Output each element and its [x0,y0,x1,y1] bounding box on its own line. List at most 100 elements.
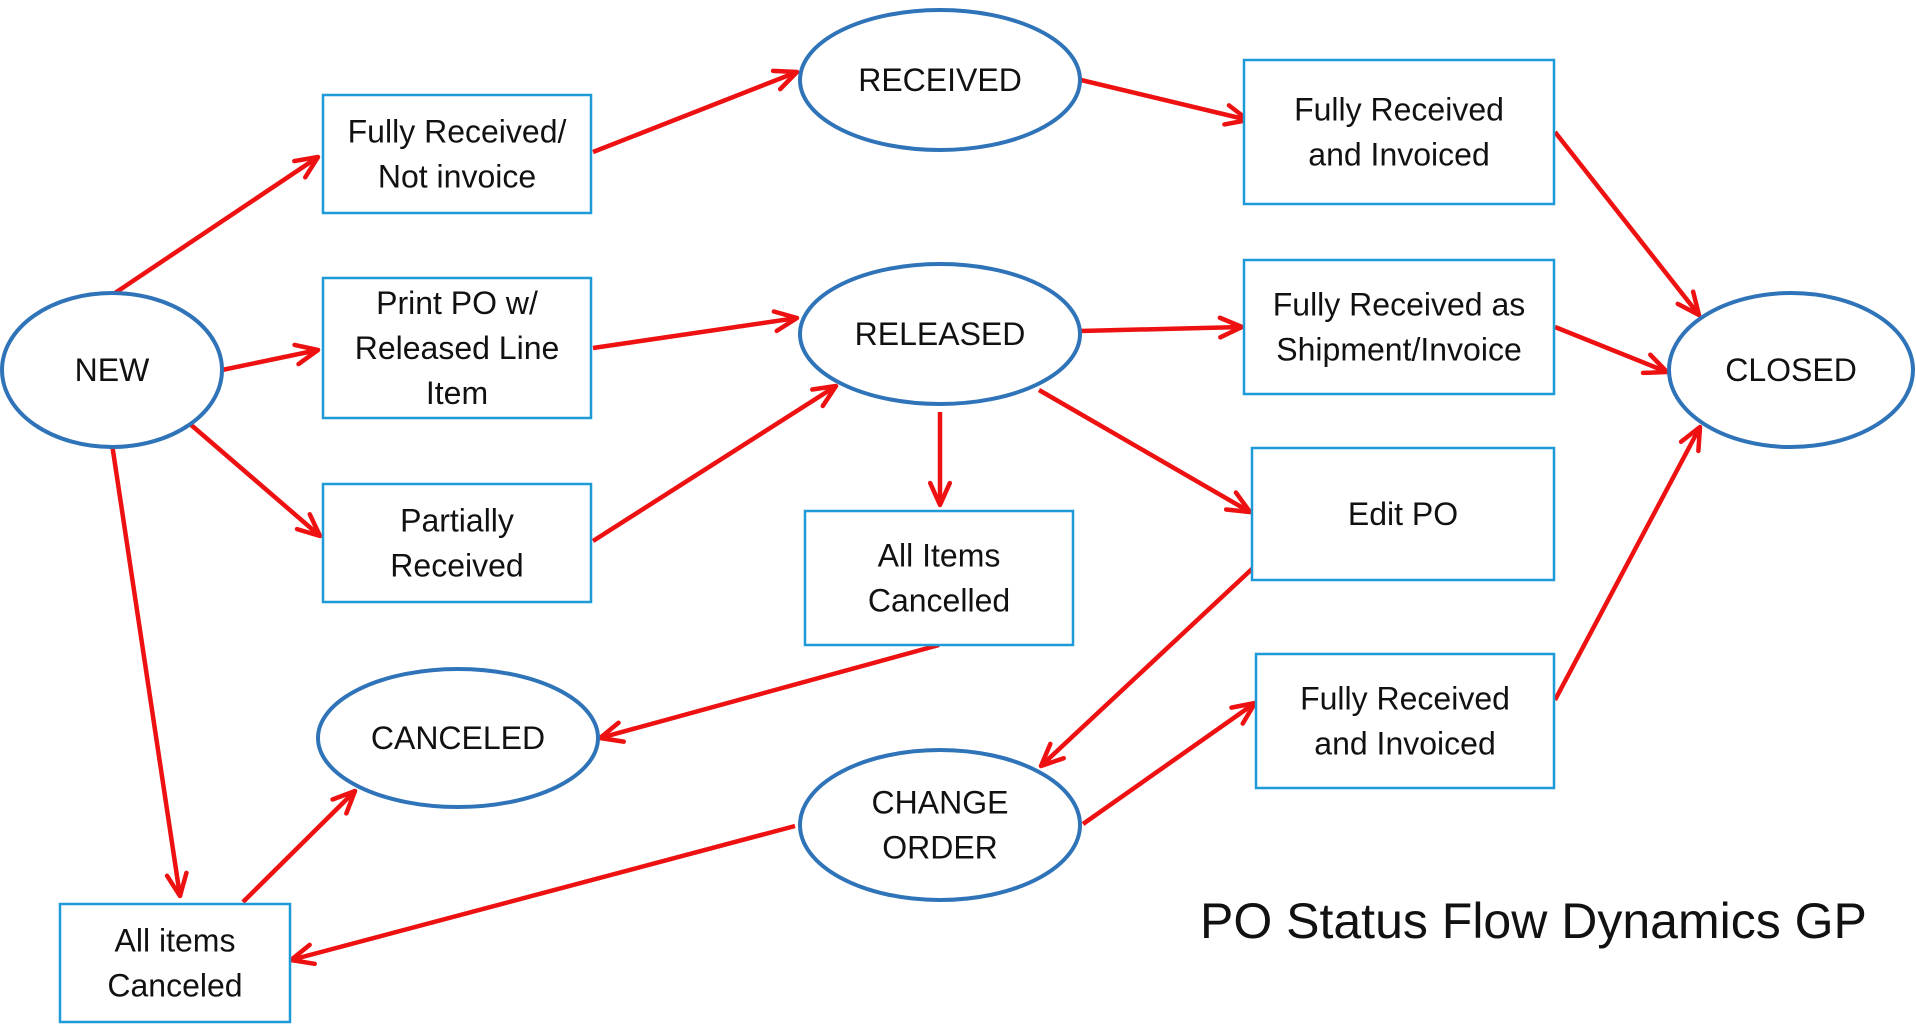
node-label: ORDER [882,830,998,866]
transition-box [58,902,292,1024]
arrow-fully-received-not-invoice-to-received [592,68,800,155]
transition-box [803,509,1075,647]
arrow-print-po-to-released [592,309,800,351]
state-ellipse [798,8,1082,152]
node-label: Fully Received [1300,681,1510,717]
arrow-shaft [1079,324,1243,334]
edges-layer [109,68,1703,967]
node-label: CLOSED [1725,352,1857,388]
arrow-head [1678,424,1703,454]
transition-box [1254,652,1556,790]
arrow-head [292,342,321,367]
arrow-head [330,788,358,816]
node-label: Item [426,375,488,411]
arrow-shaft [188,422,322,538]
arrow-fully-received-invoiced-bottom-to-closed [1553,424,1703,702]
arrow-new-to-all-items-canceled [109,443,189,899]
arrow-shaft [109,443,183,897]
arrow-shaft [241,789,357,904]
node-label: Canceled [107,968,242,1004]
node-label: Cancelled [868,583,1010,619]
state-ellipse [1667,291,1915,449]
node-fully-received-not-invoice: Fully Received/Not invoice [321,93,593,215]
transition-box [1250,446,1556,582]
arrow-shaft [1553,130,1701,317]
node-fully-received-invoiced-bottom: Fully Received and Invoiced [1254,652,1556,790]
node-received: RECEIVED [798,8,1082,152]
arrow-shaft [1554,324,1668,375]
arrow-shaft [1039,566,1255,768]
node-label: RELEASED [855,316,1026,352]
node-label: Fully Received/ [348,114,567,150]
transition-box [1242,58,1556,206]
node-label: Released Line [355,330,560,366]
node-released: RELEASED [798,262,1082,406]
node-label: Received [390,548,523,584]
arrow-all-items-cancelled-to-canceled [597,642,940,744]
arrow-released-to-edit-po [1037,388,1253,515]
arrow-shaft [1553,425,1702,702]
arrow-head [1640,352,1670,376]
node-label: Not invoice [378,159,536,195]
node-new: NEW [0,291,224,449]
arrow-shaft [1080,77,1249,123]
arrow-change-order-to-fully-received-invoiced-bottom [1081,700,1258,826]
state-ellipse [316,667,600,809]
arrow-released-to-all-items-cancelled [927,412,953,508]
arrow-head [294,512,323,539]
arrow-head [810,383,839,409]
node-fully-received-shipment: Fully Received as Shipment/Invoice [1242,258,1556,396]
arrow-change-order-to-all-items-canceled [288,823,796,967]
arrow-shaft [1081,701,1257,826]
diagram-title: PO Status Flow Dynamics GP [1200,893,1867,949]
arrow-new-to-print-po [221,342,321,373]
arrow-new-to-fully-received-not-invoice [110,154,321,297]
transition-box [321,276,593,420]
arrow-head [1217,315,1245,340]
arrow-head [771,309,800,334]
arrow-fully-received-invoiced-top-to-closed [1553,130,1702,318]
arrow-head [1038,741,1066,769]
arrow-head [292,154,321,180]
node-label: All items [115,923,236,959]
transition-box [321,482,593,604]
arrow-all-items-canceled-to-canceled [241,788,358,904]
arrow-head [770,68,800,92]
state-ellipse [798,262,1082,406]
arrow-head [164,870,189,899]
node-closed: CLOSED [1667,291,1915,449]
arrow-shaft [1037,388,1252,514]
arrow-head [1675,289,1702,318]
arrow-shaft [599,642,940,741]
node-canceled: CANCELED [316,667,600,809]
node-label: Edit PO [1348,496,1458,532]
node-label: Partially [400,503,514,539]
node-label: and Invoiced [1314,726,1495,762]
transition-box [321,93,593,215]
arrow-shaft [591,384,838,543]
node-label: Shipment/Invoice [1276,332,1521,368]
state-ellipse [798,748,1082,902]
node-label: and Invoiced [1308,137,1489,173]
node-fully-received-invoiced-top: Fully Received and Invoiced [1242,58,1556,206]
arrow-shaft [221,347,319,373]
node-label: Fully Received [1294,92,1504,128]
node-label: RECEIVED [858,62,1022,98]
node-label: CANCELED [371,720,545,756]
arrow-head [927,480,953,508]
node-label: All Items [878,538,1001,574]
arrow-shaft [592,69,798,155]
arrow-shaft [290,823,796,963]
node-label: Fully Received as [1273,287,1526,323]
arrow-partially-received-to-released [591,383,839,543]
arrow-shaft [592,315,798,351]
node-label: Print PO w/ [376,285,538,321]
arrow-shaft [110,155,320,297]
